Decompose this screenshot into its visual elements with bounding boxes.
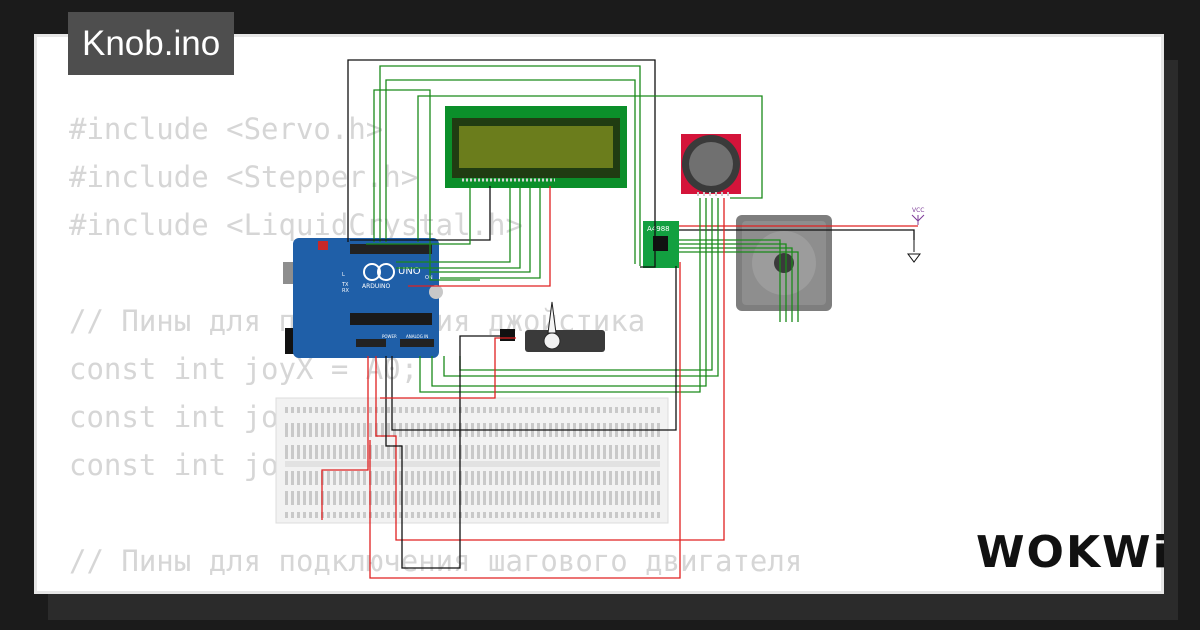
lcd-display[interactable] xyxy=(445,106,627,188)
vcc-symbol: VCC xyxy=(911,207,924,225)
servo-motor[interactable] xyxy=(500,301,605,352)
stepper-motor[interactable] xyxy=(736,215,832,311)
code-preview: #include <Servo.h>#include <Stepper.h>#i… xyxy=(69,105,803,591)
arduino-brand-label: ARDUINO xyxy=(362,283,391,290)
driver-label: A4988 xyxy=(647,225,670,233)
wokwi-logo: WOKWi xyxy=(976,527,1170,578)
code-line: // Пины для подключения шагового двигате… xyxy=(69,544,803,578)
sketch-title: Knob.ino xyxy=(68,12,235,75)
breadboard[interactable] xyxy=(275,397,669,524)
code-line: #include <Servo.h> xyxy=(69,112,384,146)
arduino-model-label: UNO xyxy=(398,266,421,277)
joystick-module[interactable] xyxy=(681,134,741,196)
wiring xyxy=(321,59,918,579)
arduino-rx-label: RX xyxy=(342,288,349,294)
arduino-analog-label: ANALOG IN xyxy=(406,334,428,339)
vcc-label: VCC xyxy=(912,207,924,214)
arduino-on-label: ON xyxy=(425,275,433,281)
stepper-driver-a4988[interactable]: A4988 xyxy=(643,221,679,268)
arduino-l-label: L xyxy=(342,272,345,278)
arduino-tx-label: TX xyxy=(341,282,349,288)
arduino-power-label: POWER xyxy=(382,334,397,339)
arduino-uno-board[interactable]: ARDUINO UNO ON L TX RX POWER ANALOG IN xyxy=(283,238,443,358)
